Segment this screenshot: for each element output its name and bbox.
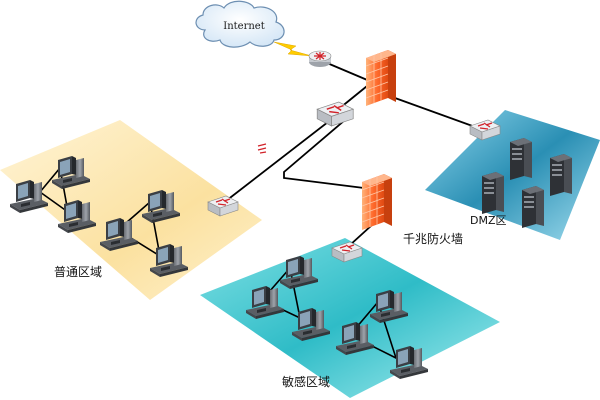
- sensitive-zone: [200, 238, 500, 398]
- router: [308, 50, 332, 67]
- server-icon: [510, 138, 532, 180]
- main-firewall: [365, 49, 397, 107]
- server-icon: [482, 172, 504, 214]
- lightning-icon: [273, 41, 313, 57]
- cloud-icon: [195, 0, 285, 48]
- internet-cloud: Internet: [195, 0, 285, 48]
- sensitive-zone-label: 敏感区域: [282, 374, 330, 389]
- internet-label: Internet: [223, 21, 264, 32]
- normal-zone-label: 普通区域: [54, 265, 102, 279]
- firewall-icon: [361, 173, 393, 231]
- router-icon: [308, 50, 332, 67]
- switch-icon: [316, 101, 354, 127]
- firewall-label: 千兆防火墙: [403, 231, 463, 246]
- gigabit-firewall: [361, 173, 393, 231]
- firewall-icon: [365, 49, 397, 107]
- core-switch: [316, 101, 354, 127]
- server-icon: [550, 154, 572, 196]
- link-activity-icon: [257, 143, 267, 154]
- dmz-zone-label: DMZ区: [470, 214, 507, 227]
- server-icon: [522, 186, 544, 228]
